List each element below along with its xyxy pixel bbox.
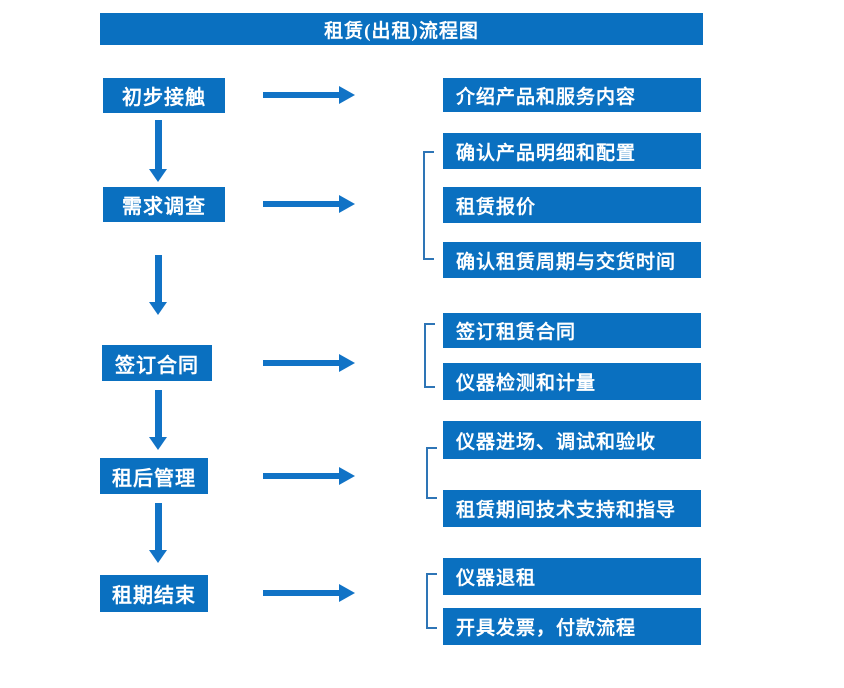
step-post-rental-management: 租后管理 <box>100 458 208 494</box>
step-demand-survey: 需求调查 <box>103 187 225 222</box>
arrow-right-icon <box>263 86 355 104</box>
bracket-connector <box>423 151 434 260</box>
output-confirm-rental-period: 确认租赁周期与交货时间 <box>443 242 701 278</box>
output-rental-quotation: 租赁报价 <box>443 187 701 223</box>
arrow-down-icon <box>149 503 167 563</box>
output-introduce-products: 介绍产品和服务内容 <box>443 78 701 112</box>
step-sign-contract: 签订合同 <box>102 345 212 381</box>
output-invoice-payment: 开具发票，付款流程 <box>443 608 701 645</box>
arrow-right-icon <box>263 195 355 213</box>
arrow-down-icon <box>149 120 167 182</box>
arrow-down-icon <box>149 390 167 450</box>
bracket-connector <box>426 447 437 499</box>
step-initial-contact: 初步接触 <box>103 78 225 113</box>
output-sign-rental-contract: 签订租赁合同 <box>443 313 701 348</box>
step-rental-end: 租期结束 <box>100 575 208 612</box>
arrow-down-icon <box>149 255 167 315</box>
output-instrument-entry-debug: 仪器进场、调试和验收 <box>443 421 701 459</box>
arrow-right-icon <box>263 354 355 372</box>
output-instrument-return: 仪器退租 <box>443 558 701 595</box>
arrow-right-icon <box>263 584 355 602</box>
output-confirm-product-details: 确认产品明细和配置 <box>443 133 701 169</box>
arrow-right-icon <box>263 467 355 485</box>
bracket-connector <box>424 323 435 388</box>
output-technical-support: 租赁期间技术支持和指导 <box>443 490 701 527</box>
flowchart-title: 租赁(出租)流程图 <box>100 13 703 45</box>
bracket-connector <box>426 573 437 629</box>
output-instrument-inspection: 仪器检测和计量 <box>443 363 701 400</box>
